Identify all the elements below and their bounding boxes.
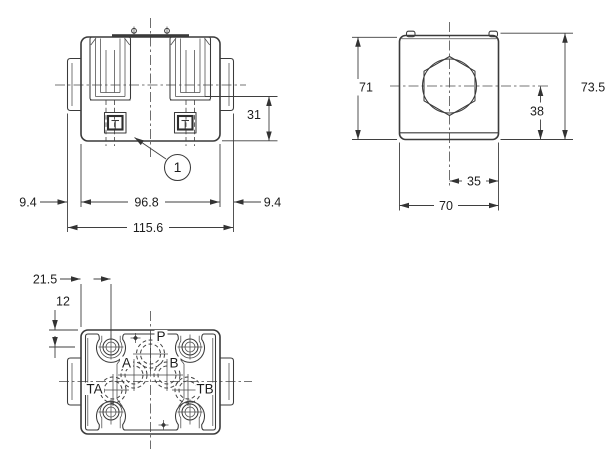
coil-nut-hexagon <box>423 55 476 117</box>
front-view: 1 31 9.4 96.8 9.4 115.6 <box>19 18 281 235</box>
mounting-hole <box>98 399 124 425</box>
front-top-plate <box>112 34 189 38</box>
port-p <box>133 337 168 371</box>
bottom-left-tab <box>66 357 81 406</box>
mounting-hole <box>177 399 203 425</box>
side-left-lug <box>405 30 416 38</box>
front-left-tab <box>66 57 81 112</box>
port-label-a: A <box>122 356 131 371</box>
port-label-tb: TB <box>196 382 213 397</box>
locating-pin-mark <box>158 420 169 430</box>
side-valve-body <box>398 34 500 141</box>
mounting-face-outline <box>84 333 217 431</box>
svg-text:73.5: 73.5 <box>581 81 605 95</box>
dimension-73-5: 73.5 <box>500 32 605 140</box>
dimension-71: 71 <box>352 36 397 140</box>
balloon-number: 1 <box>174 159 182 175</box>
dimension-31: 31 <box>205 96 278 142</box>
port-label-ta: TA <box>86 382 102 397</box>
dimension-35: 35 <box>449 142 499 211</box>
front-right-coil <box>169 36 212 101</box>
svg-text:38: 38 <box>530 105 544 119</box>
side-view: 71 73.5 38 35 70 <box>352 22 605 213</box>
dim-115-6: 115.6 <box>133 221 163 235</box>
front-hidden-lines <box>105 100 195 146</box>
dimension-widths: 9.4 96.8 9.4 115.6 <box>19 113 281 235</box>
front-left-coil <box>89 36 132 101</box>
svg-text:12: 12 <box>56 295 70 309</box>
bottom-right-tab <box>220 357 235 406</box>
port-labels: P A B TA TB <box>85 329 215 397</box>
dim-96-8: 96.8 <box>134 196 158 210</box>
balloon-callout: 1 <box>134 137 192 182</box>
dim-9-4-left: 9.4 <box>19 196 36 210</box>
bottom-view: P A B TA TB 21.5 12 <box>33 273 252 449</box>
bottom-valve-body <box>80 329 221 435</box>
front-right-tab <box>220 57 235 112</box>
dimension-12: 12 <box>49 295 78 358</box>
side-right-lug <box>488 30 499 38</box>
coil-nut-circle <box>421 58 478 114</box>
port-label-b: B <box>169 356 178 371</box>
front-screw-pins <box>131 26 170 35</box>
front-right-override-box <box>173 111 197 134</box>
balloon-circle <box>163 153 192 182</box>
port-a <box>118 359 150 391</box>
port-b <box>151 359 183 391</box>
svg-text:31: 31 <box>247 108 261 122</box>
svg-text:35: 35 <box>467 175 481 189</box>
svg-text:21.5: 21.5 <box>33 273 57 287</box>
dimension-21-5: 21.5 <box>33 273 112 340</box>
svg-text:71: 71 <box>359 81 373 95</box>
dimension-38: 38 <box>530 86 544 140</box>
dim-9-4-right: 9.4 <box>264 196 281 210</box>
locating-pin-mark <box>130 333 141 343</box>
mounting-holes <box>98 334 203 425</box>
svg-text:70: 70 <box>439 199 453 213</box>
mounting-hole <box>177 334 203 360</box>
dimension-70: 70 <box>399 142 499 213</box>
front-left-override-box <box>103 111 127 134</box>
port-label-p: P <box>156 329 165 344</box>
